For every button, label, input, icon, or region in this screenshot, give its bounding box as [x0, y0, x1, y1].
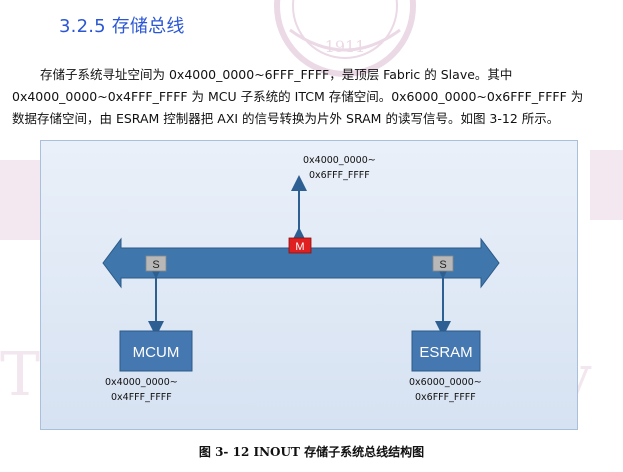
esram-address-end: 0x6FFF_FFFF [415, 392, 476, 403]
esram-block-label: ESRAM [419, 344, 472, 361]
university-seal-watermark: 1911 [274, 0, 416, 77]
mcum-address-start: 0x4000_0000~ [105, 377, 178, 388]
esram-block [411, 330, 481, 372]
section-heading: 3.2.5 存储总线 [59, 16, 185, 37]
seal-year: 1911 [325, 37, 366, 56]
figure-caption: 图 3- 12 INOUT 存储子系统总线结构图 [198, 445, 425, 459]
body-paragraph: 存储子系统寻址空间为 0x4000_0000~6FFF_FFFF，是顶层 Fab… [12, 64, 612, 130]
master-address-start: 0x4000_0000~ [303, 155, 376, 166]
bus-diagram: M S S MCUM ESRAM [102, 175, 500, 372]
esram-address-range: 0x6000_0000~ 0x6FFF_FFFF [409, 375, 482, 405]
master-port-label: M [295, 241, 304, 253]
esram-address-start: 0x6000_0000~ [409, 377, 482, 388]
mcum-block [119, 330, 193, 372]
mcum-block-label: MCUM [133, 344, 180, 361]
paragraph-line-1: 存储子系统寻址空间为 0x4000_0000~6FFF_FFFF，是顶层 Fab… [40, 67, 513, 82]
paragraph-line-3: 数据存储空间，由 ESRAM 控制器把 AXI 的信号转换为片外 SRAM 的读… [12, 111, 560, 126]
bus-arrow [102, 237, 500, 289]
esram-slave-port-label: S [439, 259, 446, 271]
letter-watermark: T y [0, 150, 623, 410]
paragraph-line-2: 0x4000_0000~0x4FFF_FFFF 为 MCU 子系统的 ITCM … [12, 89, 584, 104]
mcum-address-range: 0x4000_0000~ 0x4FFF_FFFF [105, 375, 178, 405]
svg-text:T: T [0, 340, 40, 410]
mcum-slave-port [145, 255, 167, 272]
master-address-range: 0x4000_0000~ 0x6FFF_FFFF [303, 153, 376, 183]
master-port [288, 237, 312, 254]
esram-slave-port [432, 255, 454, 272]
bus-diagram-figure: M S S MCUM ESRAM 0x4000_0000~ 0x6FFF_FFF… [40, 140, 578, 430]
mcum-slave-port-label: S [152, 259, 159, 271]
master-address-end: 0x6FFF_FFFF [309, 170, 370, 181]
mcum-address-end: 0x4FFF_FFFF [111, 392, 172, 403]
